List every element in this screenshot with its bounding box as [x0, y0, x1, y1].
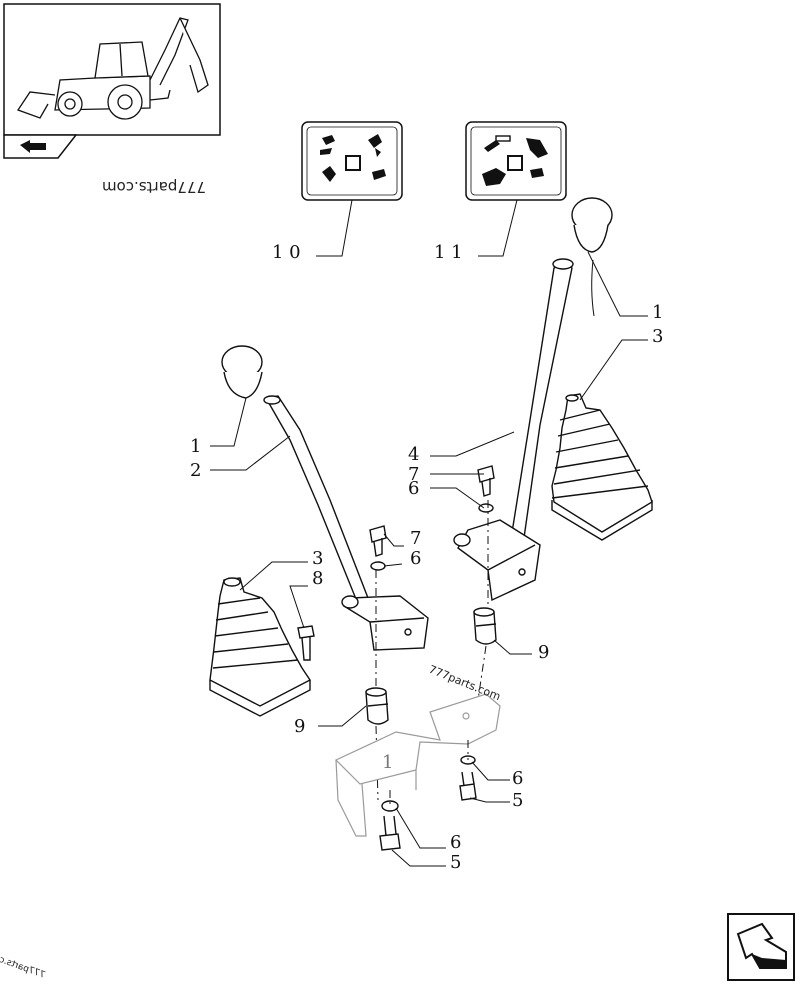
callout-3-right: 3: [652, 326, 663, 347]
callout-7-right: 7: [408, 464, 419, 485]
callout-10: 1 0: [272, 242, 301, 263]
callout-6-bottom: 6: [450, 832, 461, 853]
right-lever-assembly: [453, 197, 653, 645]
callout-8: 8: [312, 568, 323, 589]
mounting-plate: [334, 693, 501, 837]
callout-6-left: 6: [410, 548, 421, 569]
decal-10: [301, 121, 403, 201]
callout-5-lower-right: 5: [512, 790, 523, 811]
watermark-corner: 777parts.com: [0, 950, 46, 981]
callout-7-left: 7: [410, 528, 421, 549]
left-lever-assembly: [209, 345, 429, 725]
callout-1-left: 1: [190, 436, 201, 457]
callout-6-lower-right: 6: [512, 768, 523, 789]
callout-9-right: 9: [538, 642, 549, 663]
machine-thumbnail: [3, 3, 221, 159]
watermark-top: 777parts.com: [102, 178, 206, 196]
callout-9-left: 9: [294, 716, 305, 737]
callout-11: 1 1: [434, 242, 463, 263]
next-page-arrow-icon[interactable]: [727, 913, 795, 981]
callout-1-right: 1: [652, 302, 663, 323]
backhoe-loader-icon: [17, 17, 209, 120]
callout-6-right: 6: [408, 478, 419, 499]
callout-4: 4: [408, 444, 419, 465]
callout-5-bottom: 5: [450, 852, 461, 873]
decal-11: [465, 121, 567, 201]
callout-2-left: 2: [190, 460, 201, 481]
callout-1-plate: 1: [382, 752, 393, 773]
watermark-middle: 777parts.com: [427, 663, 503, 704]
callout-3-left: 3: [312, 548, 323, 569]
previous-page-arrow-icon[interactable]: [3, 134, 78, 159]
